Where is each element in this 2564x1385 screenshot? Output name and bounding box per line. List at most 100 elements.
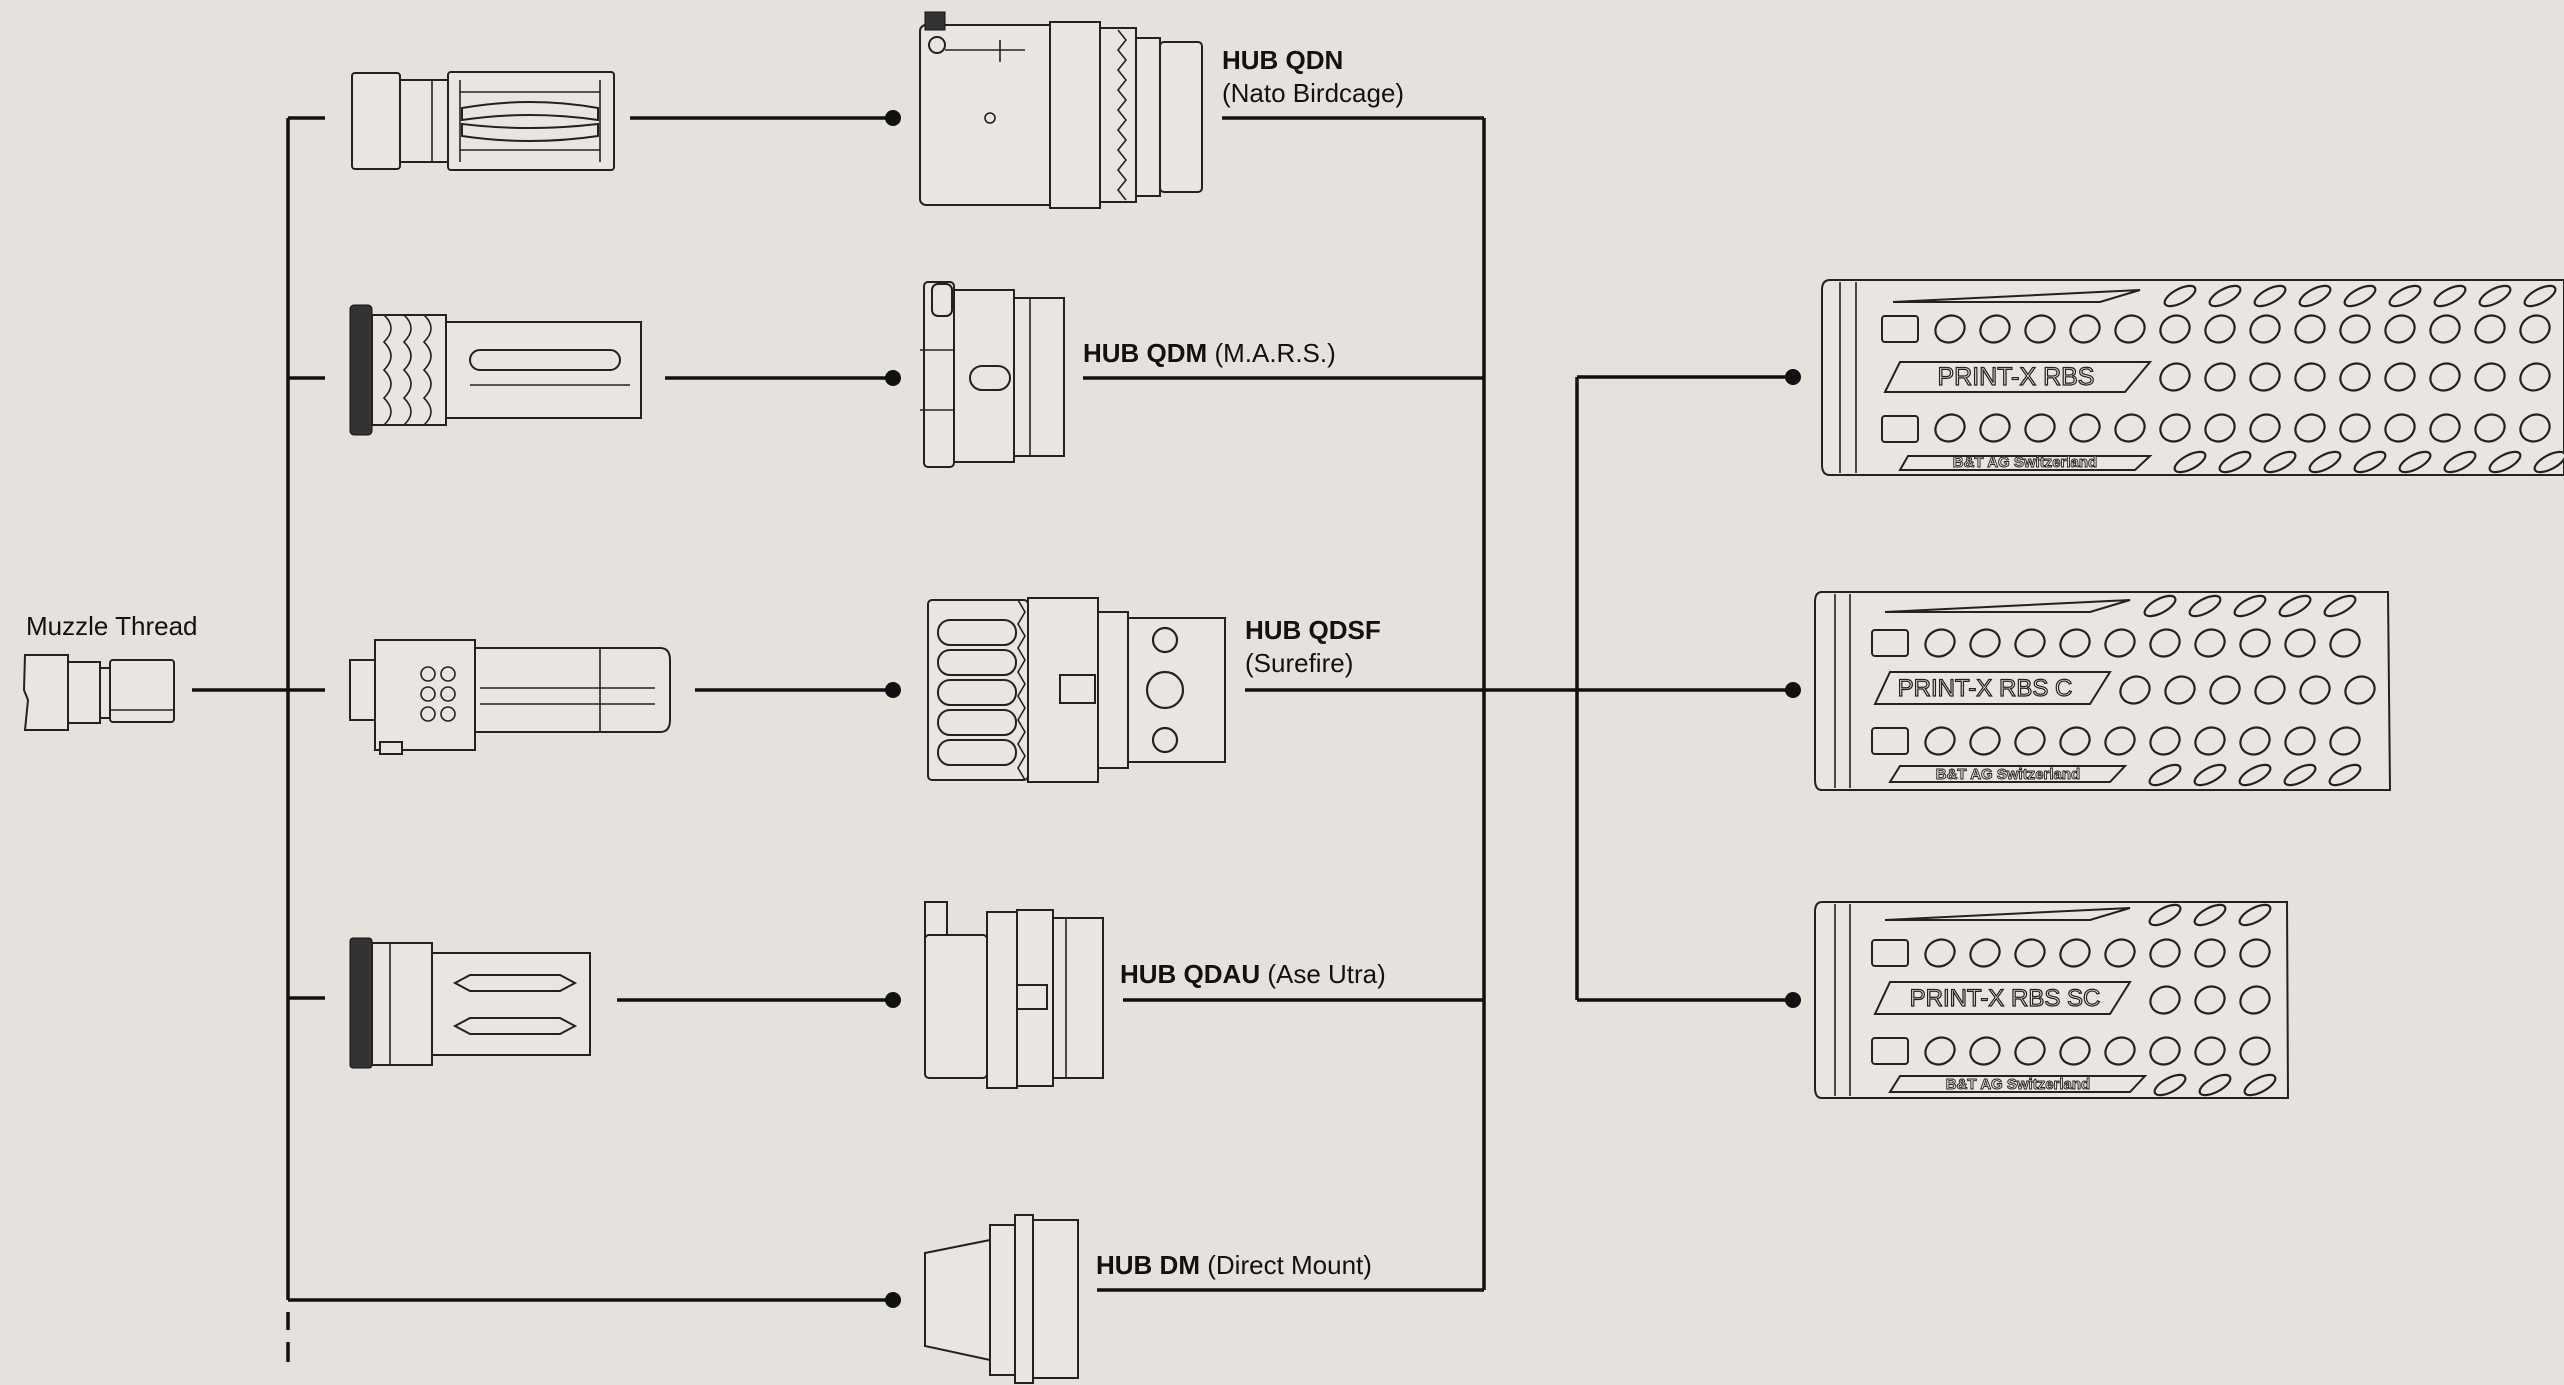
mars-flash-hider-drawing: [349, 304, 642, 436]
vent-hole: [2204, 314, 2236, 344]
vent-hole: [2278, 594, 2312, 618]
vent-hole: [2519, 413, 2551, 443]
vent-hole: [2308, 450, 2342, 474]
vent-hole: [2059, 726, 2091, 756]
vent-hole: [2298, 284, 2332, 308]
vent-hole: [2249, 362, 2281, 392]
vent-hole: [2429, 362, 2461, 392]
hub-qdm-drawing: [920, 281, 1065, 468]
vent-hole: [2024, 413, 2056, 443]
birdcage-flash-hider-drawing: [351, 71, 615, 171]
suppressor-2-maker-text: B&T AG Switzerland: [1936, 766, 2080, 783]
vent-hole: [2149, 985, 2181, 1015]
hub-qdsf-sub: (Surefire): [1245, 648, 1354, 678]
vent-hole: [2339, 314, 2371, 344]
vent-hole: [2149, 1036, 2181, 1066]
vent-hole: [2194, 1036, 2226, 1066]
vent-hole: [2198, 1073, 2232, 1097]
vent-hole: [2384, 314, 2416, 344]
vent-hole: [2283, 763, 2317, 787]
vent-hole: [2299, 675, 2331, 705]
vent-hole: [2173, 450, 2207, 474]
vent-hole: [2239, 985, 2271, 1015]
aseutra-flash-hider-drawing: [349, 937, 591, 1069]
vent-hole: [2239, 628, 2271, 658]
vent-hole: [2149, 938, 2181, 968]
vent-hole: [2014, 1036, 2046, 1066]
vent-hole: [2344, 675, 2376, 705]
vent-hole: [2194, 628, 2226, 658]
vent-hole: [2328, 763, 2362, 787]
vent-hole: [2204, 362, 2236, 392]
vent-hole: [2284, 628, 2316, 658]
vent-hole: [1934, 413, 1966, 443]
hub-qdsf-drawing: [927, 597, 1226, 783]
vent-hole: [2249, 314, 2281, 344]
vent-hole: [2114, 314, 2146, 344]
vent-hole: [2119, 675, 2151, 705]
vent-hole: [2254, 675, 2286, 705]
vent-hole: [2294, 314, 2326, 344]
suppressor-rbs-sc-drawing: [1814, 901, 2290, 1099]
vent-hole: [2104, 628, 2136, 658]
hub-qdau-name: HUB QDAU: [1120, 959, 1261, 989]
vent-hole: [2384, 362, 2416, 392]
vent-hole: [2153, 1073, 2187, 1097]
vent-hole: [1969, 938, 2001, 968]
suppressor-3-model-text: PRINT-X RBS SC: [1910, 985, 2101, 1012]
vent-hole: [2193, 903, 2227, 927]
dot-hub-5: [885, 1292, 901, 1308]
vent-hole: [2249, 413, 2281, 443]
hub-qdau-sub: (Ase Utra): [1267, 959, 1386, 989]
vent-hole: [2193, 763, 2227, 787]
vent-hole: [2148, 903, 2182, 927]
muzzle-thread-label: Muzzle Thread: [26, 611, 198, 641]
vent-hole: [2208, 284, 2242, 308]
vent-hole: [2398, 450, 2432, 474]
vent-hole: [2104, 938, 2136, 968]
vent-hole: [2329, 628, 2361, 658]
vent-hole: [2388, 284, 2422, 308]
vent-hole: [1924, 1036, 1956, 1066]
vent-hole: [2014, 628, 2046, 658]
vent-hole: [2164, 675, 2196, 705]
dot-suppressor-3: [1785, 992, 1801, 1008]
vent-hole: [1969, 1036, 2001, 1066]
vent-hole: [2478, 284, 2512, 308]
suppressor-1-model-text: PRINT-X RBS: [1938, 363, 2095, 391]
vent-hole: [1969, 726, 2001, 756]
hub-dm-drawing: [924, 1214, 1079, 1384]
hub-qdm-sub: (M.A.R.S.): [1214, 338, 1336, 368]
vent-hole: [2474, 314, 2506, 344]
vent-hole: [2339, 413, 2371, 443]
vent-hole: [2149, 726, 2181, 756]
vent-hole: [2339, 362, 2371, 392]
vent-hole: [2059, 628, 2091, 658]
hub-dm-label: HUB DM (Direct Mount): [1096, 1249, 1372, 1282]
suppressor-2-model-text: PRINT-X RBS C: [1898, 675, 2073, 702]
vent-hole: [2188, 594, 2222, 618]
vent-hole: [1979, 413, 2011, 443]
vent-hole: [2024, 314, 2056, 344]
vent-hole: [2474, 362, 2506, 392]
vent-hole: [1924, 726, 1956, 756]
hub-qdm-name: HUB QDM: [1083, 338, 1208, 368]
vent-hole: [2384, 413, 2416, 443]
vent-hole: [2323, 594, 2357, 618]
connector-dots: [885, 110, 1801, 1308]
vent-hole: [1924, 628, 1956, 658]
vent-hole: [2059, 938, 2091, 968]
vent-hole: [2253, 284, 2287, 308]
vent-hole: [1924, 938, 1956, 968]
vent-hole: [2343, 284, 2377, 308]
vent-hole: [2059, 1036, 2091, 1066]
vent-hole: [2114, 413, 2146, 443]
hub-qdau-drawing: [924, 901, 1104, 1089]
vent-hole: [2474, 413, 2506, 443]
hub-qdau-label: HUB QDAU (Ase Utra): [1120, 958, 1386, 991]
surefire-flash-hider-drawing: [349, 639, 671, 755]
vent-hole: [2204, 413, 2236, 443]
vent-hole: [2239, 1036, 2271, 1066]
vent-hole: [1934, 314, 1966, 344]
vent-hole: [2143, 594, 2177, 618]
